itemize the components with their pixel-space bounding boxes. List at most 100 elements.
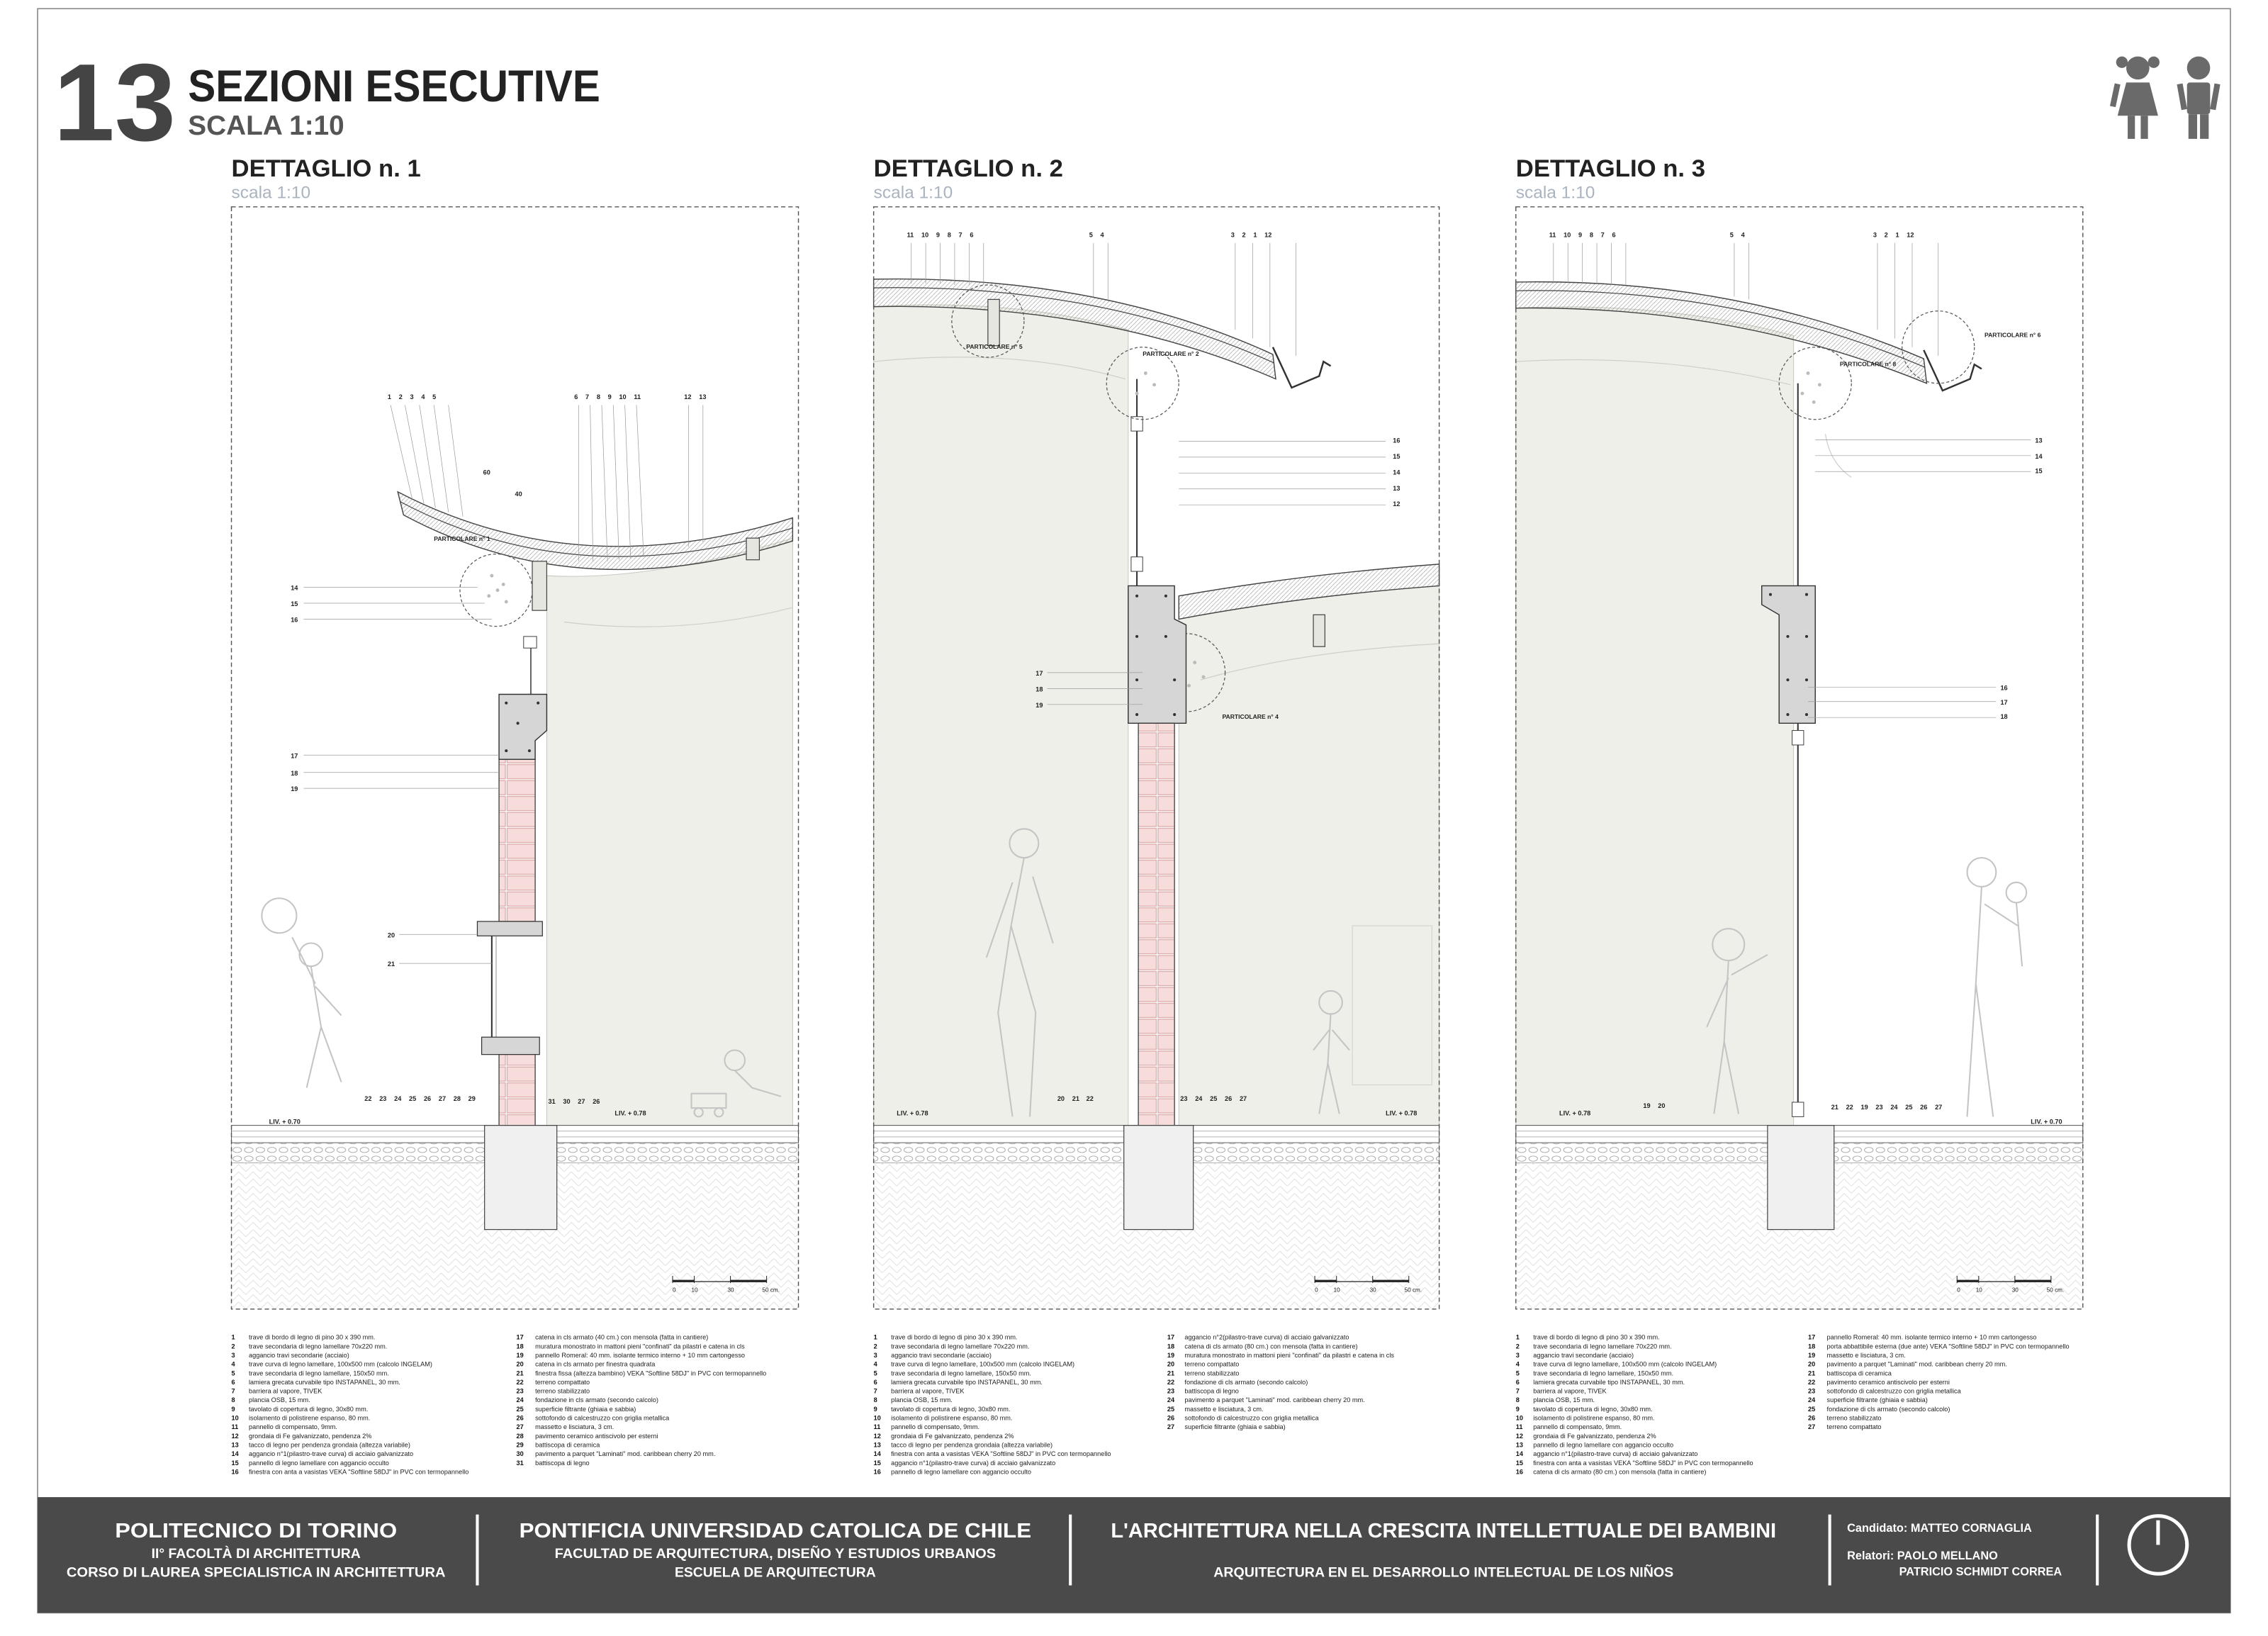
legend-text: trave di bordo di legno di pino 30 x 390… — [249, 1334, 375, 1341]
legend-text: aggancio n°2(pilastro-trave curva) di ac… — [1184, 1334, 1349, 1341]
callout-number: 22 23 24 25 26 27 28 29 — [364, 1095, 476, 1102]
candidate: Candidato: MATTEO CORNAGLIA — [1847, 1522, 2032, 1535]
legend-text: isolamento di polistirene espanso, 80 mm… — [1533, 1415, 1654, 1422]
legend-number: 11 — [1516, 1423, 1523, 1430]
leader-line — [448, 405, 464, 517]
sheet-scale: SCALA 1:10 — [188, 111, 344, 141]
puc-school: ESCUELA DE ARQUITECTURA — [675, 1564, 876, 1580]
legend-text: battiscopa di ceramica — [1827, 1369, 1892, 1377]
callout-number: 15 — [1393, 453, 1400, 460]
legend-text: sottofondo di calcestruzzo con griglia m… — [1827, 1388, 1962, 1395]
callout-number: 22 — [1087, 1095, 1094, 1102]
concrete-tie-beam — [1128, 585, 1187, 724]
legend-number: 18 — [517, 1343, 524, 1350]
legend-text: superficie filtrante (ghiaia e sabbia) — [535, 1406, 636, 1413]
legend-number: 25 — [517, 1406, 524, 1413]
gutter — [1923, 349, 1982, 392]
legend-text: fondazione in cls armato (secondo calcol… — [535, 1396, 658, 1404]
legend-number: 18 — [1808, 1343, 1815, 1350]
legend-text: sottofondo di calcestruzzo con griglia m… — [535, 1415, 670, 1422]
legend-text: pannello Romeral: 40 mm. isolante termic… — [535, 1352, 745, 1359]
legend-text: aggancio travi secondarie (acciaio) — [1533, 1352, 1634, 1359]
legend-number: 19 — [517, 1352, 524, 1359]
legend-number: 12 — [874, 1433, 881, 1440]
interior-space — [1515, 306, 1795, 1126]
sheet-number: 13 — [54, 41, 176, 164]
callout-number: 19 — [291, 785, 298, 792]
legend-number: 3 — [232, 1352, 235, 1359]
legend-number: 9 — [232, 1406, 235, 1413]
interior-space — [1178, 585, 1440, 1126]
particolare-label: PARTICOLARE n° 1 — [434, 535, 490, 542]
legend-number: 26 — [517, 1415, 524, 1422]
roof-beam — [1313, 614, 1325, 647]
leader-line — [601, 405, 608, 561]
legend-number: 6 — [232, 1379, 235, 1386]
legend-text: pavimento ceramico antiscivolo per ester… — [1827, 1379, 1950, 1386]
callout-number: 21 — [388, 960, 395, 968]
legend-text: porta abbattibile esterna (due ante) VEK… — [1827, 1343, 2070, 1350]
leader-line — [636, 405, 644, 557]
callout-number: 16 — [2000, 684, 2007, 691]
scale-bar-label: 50 cm. — [1405, 1287, 1422, 1293]
legend-text: fondazione di cls armato (secondo calcol… — [1184, 1379, 1308, 1386]
legend-number: 16 — [1516, 1468, 1523, 1475]
legend-number: 7 — [1516, 1388, 1520, 1395]
legend-text: aggancio n°1(pilastro-trave curva) di ac… — [891, 1459, 1055, 1467]
legend-number: 16 — [232, 1468, 239, 1475]
puc-name: PONTIFICIA UNIVERSIDAD CATOLICA DE CHILE — [520, 1520, 1031, 1542]
legend-text: catena in cls armato per finestra quadra… — [535, 1361, 656, 1368]
legend-text: massetto e lisciatura, 3 cm. — [1827, 1352, 1906, 1359]
leader-lines — [303, 242, 2031, 964]
legend-number: 2 — [874, 1343, 877, 1350]
leader-line — [590, 405, 594, 561]
legend-number: 7 — [232, 1388, 235, 1395]
legend-text: grondaia di Fe galvanizzato, pendenza 2% — [249, 1433, 371, 1440]
legend-number: 20 — [1808, 1361, 1815, 1368]
legend-number: 26 — [1167, 1415, 1174, 1422]
legend-number: 4 — [1516, 1361, 1520, 1368]
legend-text: plancia OSB, 15 mm. — [1533, 1396, 1595, 1404]
scale-bar-segment — [1957, 1279, 1979, 1282]
detail-2-frame — [872, 206, 1440, 1310]
detail-3-drawing — [1515, 281, 2084, 1309]
legend-text: lamiera grecata curvabile tipo INSTAPANE… — [1533, 1379, 1685, 1386]
callout-number: 19 — [1035, 702, 1043, 709]
legend-number: 21 — [1167, 1369, 1174, 1377]
legend-text: massetto e lisciatura, 3 cm. — [535, 1423, 614, 1430]
callout-number: 21 22 19 23 24 25 26 27 — [1831, 1104, 1943, 1111]
legend-text: fondazione di cls armato (secondo calcol… — [1827, 1406, 1950, 1413]
legend-text: trave secondaria di legno lamellare, 150… — [249, 1369, 389, 1377]
interior-ceiling-line — [563, 607, 793, 627]
legend-text: superficie filtrante (ghiaia e sabbia) — [1827, 1396, 1928, 1404]
callout-number: 12 — [1393, 500, 1400, 508]
concrete-tie-beam — [1761, 585, 1816, 724]
legend-text: terreno compattato — [1184, 1361, 1239, 1368]
callout-number: 13 — [2035, 437, 2042, 444]
legend-number: 24 — [1808, 1396, 1816, 1404]
advisors-line-1: Relatori: PAOLO MELLANO — [1847, 1550, 1998, 1562]
detail-1-title: DETTAGLIO n. 1 — [232, 155, 421, 182]
legend-number: 5 — [1516, 1369, 1520, 1377]
legend-text: battiscopa di legno — [535, 1459, 590, 1467]
legend-text: pannello di compensato, 9mm. — [249, 1423, 337, 1430]
legend-text: pavimento ceramico antiscivolo per ester… — [535, 1433, 658, 1440]
legend-text: barriera al vapore, TIVEK — [249, 1388, 322, 1395]
legend-text: finestra con anta a vasistas VEKA "Softl… — [1533, 1459, 1753, 1467]
legend-number: 23 — [1167, 1388, 1174, 1395]
legend-number: 3 — [1516, 1352, 1520, 1359]
legend-number: 21 — [517, 1369, 524, 1377]
detail-callout-circle — [1106, 347, 1179, 420]
toddler-figure — [1313, 990, 1350, 1114]
legend-text: catena in cls armato (40 cm.) con mensol… — [535, 1334, 708, 1341]
legend-number: 22 — [1808, 1379, 1815, 1386]
callout-number: 11 10 9 8 7 6 — [907, 232, 974, 239]
detail-2-scale: scala 1:10 — [874, 184, 953, 203]
legend-number: 24 — [1167, 1396, 1175, 1404]
legend-text: pannello di legno lamellare con aggancio… — [249, 1459, 389, 1467]
legend-number: 20 — [1167, 1361, 1174, 1368]
legend-text: catena di cls armato (80 cm.) con mensol… — [1533, 1468, 1706, 1475]
level-label: LIV. + 0.70 — [269, 1119, 301, 1126]
